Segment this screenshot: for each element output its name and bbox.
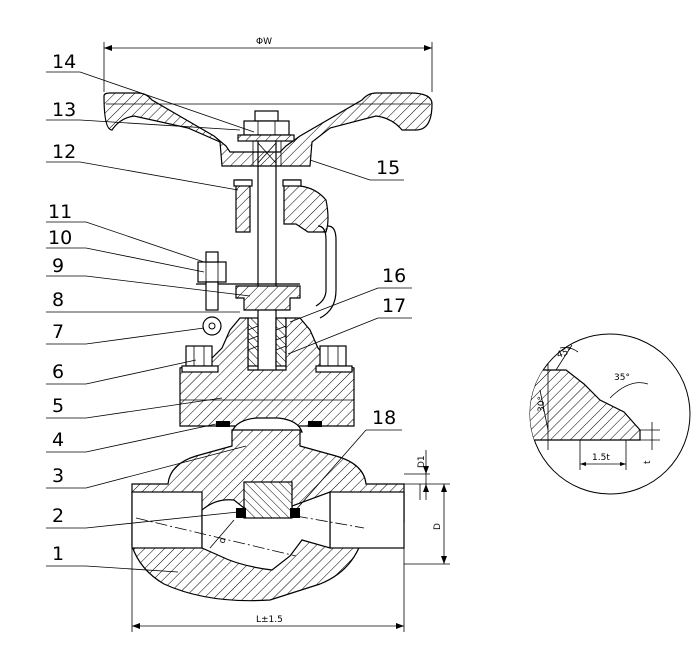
callout-3: 3	[52, 465, 64, 487]
callout-6: 6	[52, 361, 64, 383]
callouts: 14 13 12 11 10 9 8 7 6 5 4 3 2 1 15 16	[46, 51, 412, 573]
dim-phi-w-label: ΦW	[256, 37, 272, 47]
callout-13: 13	[52, 99, 76, 121]
detail-height-label: t	[643, 460, 653, 464]
callout-2: 2	[52, 505, 64, 527]
callout-18: 18	[372, 407, 396, 429]
eyebolt	[197, 251, 227, 336]
dimension-d: D D1	[404, 450, 450, 565]
bonnet	[179, 317, 355, 427]
detail-width-label: 1.5t	[592, 453, 610, 463]
dim-length-label: L±1.5	[256, 615, 283, 625]
angle-35: 35°	[614, 373, 630, 383]
dimension-phi-w: ΦW	[103, 37, 433, 92]
valve-body	[131, 429, 405, 602]
detail-view: 45° 35° 30° 1.5t t	[529, 333, 691, 495]
callout-5: 5	[52, 395, 64, 417]
callout-17: 17	[382, 295, 406, 317]
callout-8: 8	[52, 289, 64, 311]
callout-11: 11	[48, 201, 72, 223]
dimension-seat: d	[209, 519, 235, 549]
callout-15: 15	[376, 157, 400, 179]
dim-d-label: D	[433, 523, 443, 530]
packing	[247, 317, 287, 367]
callout-9: 9	[52, 255, 64, 277]
stem-nut	[237, 110, 295, 142]
callout-10: 10	[48, 227, 72, 249]
callout-12: 12	[52, 141, 76, 163]
callout-1: 1	[52, 543, 64, 565]
dimension-length: L±1.5	[131, 548, 405, 632]
dim-seat-label: d	[217, 536, 228, 545]
callout-16: 16	[382, 265, 406, 287]
yoke	[233, 179, 337, 319]
angle-30: 30°	[537, 396, 547, 412]
callout-14: 14	[52, 51, 76, 73]
dim-d1-label: D1	[417, 455, 427, 468]
callout-4: 4	[52, 429, 64, 451]
callout-7: 7	[52, 321, 64, 343]
